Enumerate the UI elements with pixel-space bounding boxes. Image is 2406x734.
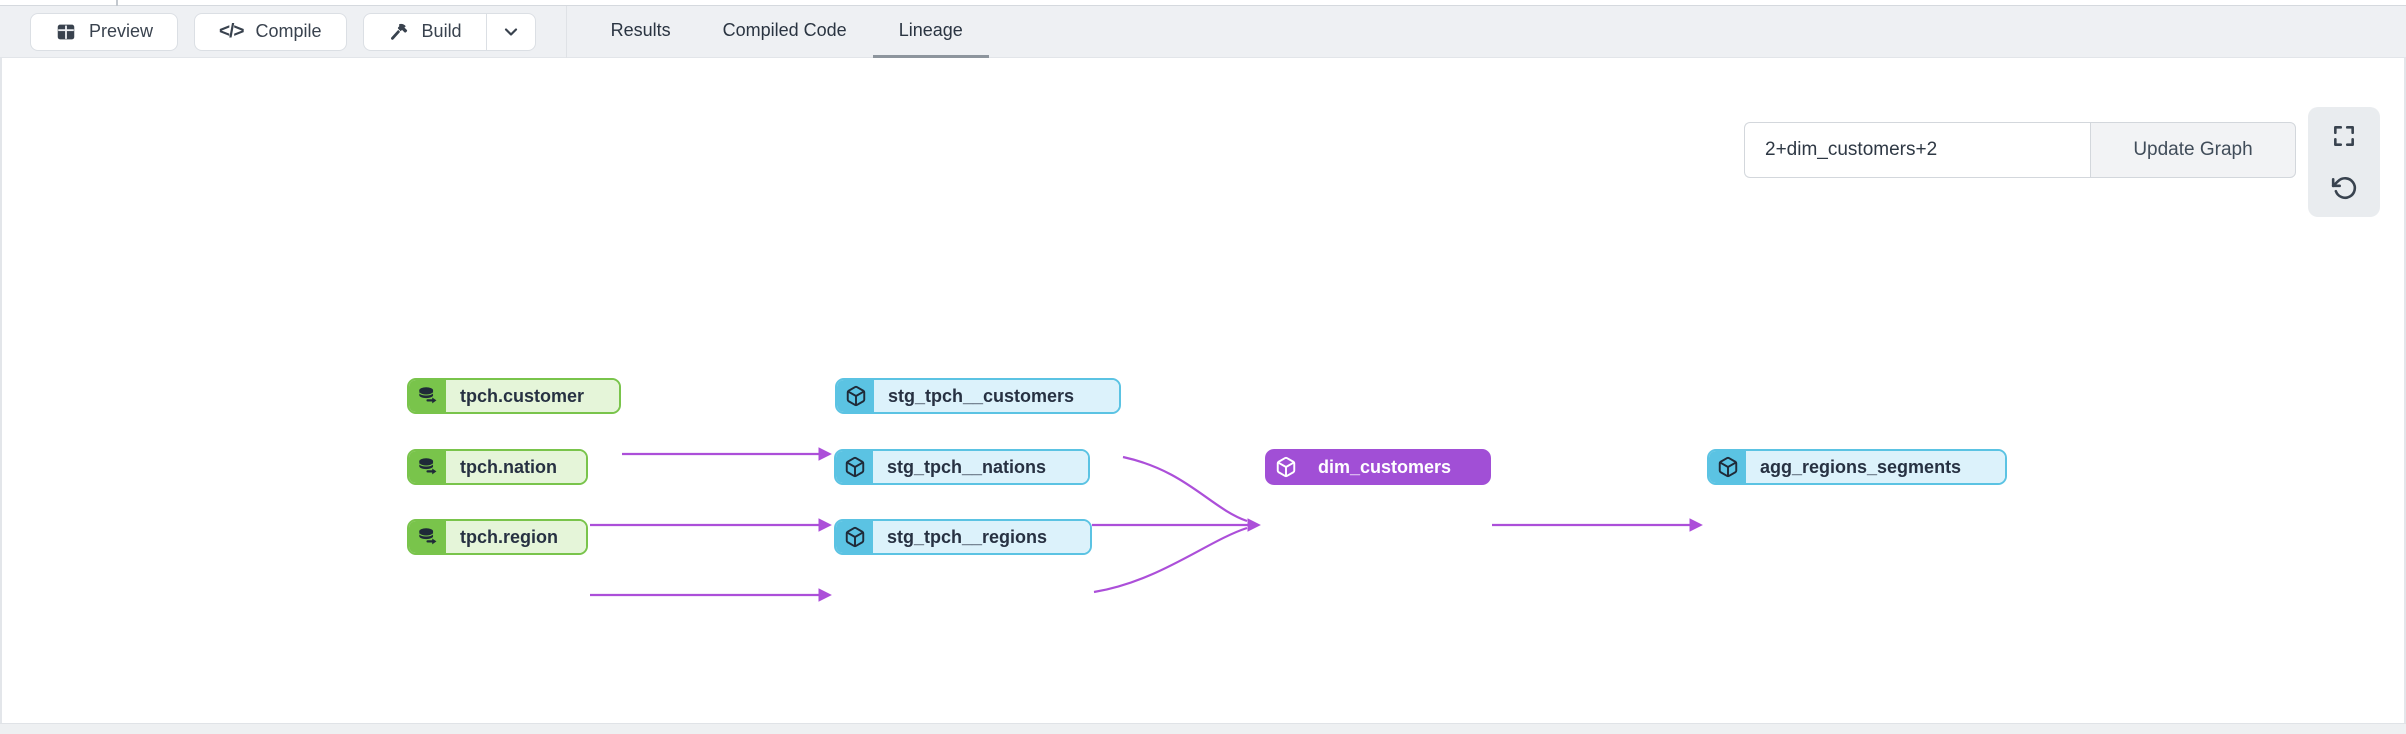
build-label: Build bbox=[421, 21, 462, 41]
build-group-divider bbox=[485, 13, 487, 50]
fullscreen-button[interactable] bbox=[2322, 114, 2366, 158]
tab-results[interactable]: Results bbox=[585, 6, 697, 58]
build-button[interactable]: Build bbox=[364, 14, 486, 50]
lineage-selector-group: Update Graph bbox=[1744, 122, 2296, 178]
build-button-group: Build bbox=[362, 12, 536, 51]
reset-view-button[interactable] bbox=[2322, 166, 2366, 210]
chevron-down-icon bbox=[504, 27, 517, 36]
node-label: tpch.nation bbox=[446, 451, 586, 483]
preview-label: Preview bbox=[89, 21, 154, 41]
lineage-selector-input[interactable] bbox=[1744, 122, 2090, 178]
compile-label: Compile bbox=[255, 21, 322, 41]
node-label: dim_customers bbox=[1304, 451, 1489, 483]
results-tabbar: Results Compiled Code Lineage bbox=[585, 6, 989, 58]
cube-icon bbox=[836, 451, 873, 483]
bottom-panel-strip bbox=[0, 723, 2406, 734]
node-label: stg_tpch__customers bbox=[874, 380, 1119, 412]
database-arrow-icon bbox=[409, 451, 446, 483]
cube-icon bbox=[837, 380, 874, 412]
tab-results-label: Results bbox=[610, 19, 671, 40]
reset-icon bbox=[2331, 176, 2357, 199]
graph-tools-panel bbox=[2308, 107, 2380, 217]
preview-button[interactable]: Preview bbox=[30, 12, 179, 51]
editor-toolbar: Preview </> Compile Build Results bbox=[0, 5, 2406, 58]
update-graph-button[interactable]: Update Graph bbox=[2090, 122, 2296, 178]
hammer-icon bbox=[390, 23, 407, 40]
lineage-node-tpch-nation[interactable]: tpch.nation bbox=[407, 449, 588, 485]
table-icon bbox=[57, 24, 75, 39]
database-arrow-icon bbox=[409, 521, 446, 553]
lineage-canvas[interactable]: Update Graph bbox=[0, 58, 2406, 723]
node-label: stg_tpch__nations bbox=[873, 451, 1088, 483]
top-divider-strip bbox=[0, 0, 2406, 6]
cube-icon bbox=[1267, 451, 1304, 483]
lineage-node-tpch-region[interactable]: tpch.region bbox=[407, 519, 588, 555]
tab-compiled-code-label: Compiled Code bbox=[722, 19, 847, 40]
lineage-node-stg-tpch-regions[interactable]: stg_tpch__regions bbox=[834, 519, 1092, 555]
node-label: tpch.region bbox=[446, 521, 586, 553]
cube-icon bbox=[836, 521, 873, 553]
database-arrow-icon bbox=[409, 380, 446, 412]
lineage-node-dim-customers[interactable]: dim_customers bbox=[1265, 449, 1491, 485]
code-icon: </> bbox=[219, 20, 245, 42]
compile-button[interactable]: </> Compile bbox=[194, 12, 347, 51]
lineage-node-stg-tpch-nations[interactable]: stg_tpch__nations bbox=[834, 449, 1090, 485]
toolbar-tabs-divider bbox=[565, 5, 567, 58]
build-dropdown-button[interactable] bbox=[487, 14, 535, 50]
tab-lineage[interactable]: Lineage bbox=[872, 6, 989, 58]
node-label: stg_tpch__regions bbox=[873, 521, 1090, 553]
tab-remnant-divider bbox=[116, 0, 118, 6]
cube-icon bbox=[1709, 451, 1746, 483]
fullscreen-icon bbox=[2334, 126, 2354, 147]
lineage-node-stg-tpch-customers[interactable]: stg_tpch__customers bbox=[835, 378, 1121, 414]
tab-compiled-code[interactable]: Compiled Code bbox=[697, 6, 873, 58]
lineage-node-agg-regions-segments[interactable]: agg_regions_segments bbox=[1707, 449, 2007, 485]
node-label: agg_regions_segments bbox=[1746, 451, 2005, 483]
node-label: tpch.customer bbox=[446, 380, 619, 412]
lineage-node-tpch-customer[interactable]: tpch.customer bbox=[407, 378, 621, 414]
tab-lineage-label: Lineage bbox=[898, 19, 963, 40]
